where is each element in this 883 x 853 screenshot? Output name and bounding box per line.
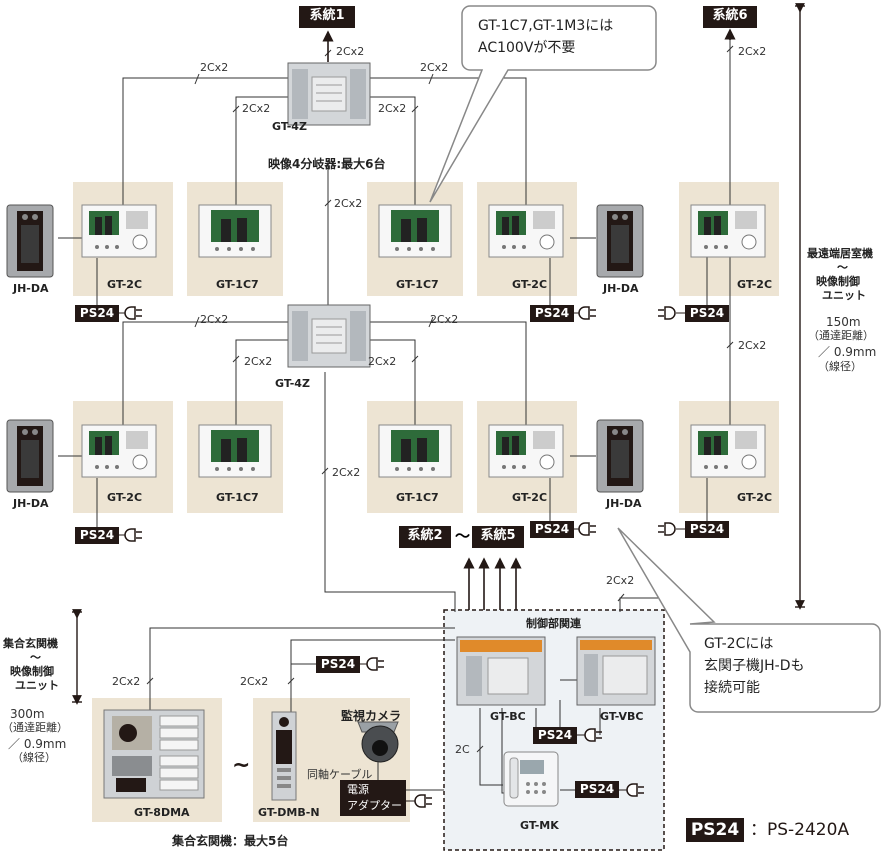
svg-text:~: ~	[232, 753, 250, 778]
gt-dmb-n-entrance-station	[271, 711, 297, 801]
gt-1c7-monitor	[198, 424, 272, 478]
gt-1c7-monitor	[378, 424, 452, 478]
distance-arrows	[72, 3, 805, 705]
gt-1c7-monitor	[198, 204, 272, 258]
system-arrows	[322, 28, 736, 610]
gt-4z-splitter-top	[287, 62, 371, 126]
callout-right-shape	[617, 527, 881, 713]
gt-bc-unit	[456, 636, 546, 706]
gt-vbc-unit	[576, 636, 656, 706]
gt-2c-monitor	[690, 204, 766, 258]
gt-2c-monitor	[488, 424, 564, 478]
gt-mk-console	[503, 751, 559, 807]
gt-4z-splitter-middle	[287, 304, 371, 368]
gt-2c-monitor	[81, 424, 157, 478]
gt-1c7-monitor	[378, 204, 452, 258]
gt-2c-monitor	[690, 424, 766, 478]
jh-da-door-station	[6, 204, 54, 278]
callout-top-shape	[429, 5, 657, 203]
gt-2c-monitor	[488, 204, 564, 258]
gt-8dma-entrance-station	[103, 709, 205, 799]
power-adapter-box	[340, 780, 406, 816]
jh-da-door-station	[596, 204, 644, 278]
jh-da-door-station	[596, 419, 644, 493]
jh-da-door-station	[6, 419, 54, 493]
cable-slashes	[146, 45, 734, 753]
gt-2c-monitor	[81, 204, 157, 258]
surveillance-camera	[357, 721, 399, 763]
